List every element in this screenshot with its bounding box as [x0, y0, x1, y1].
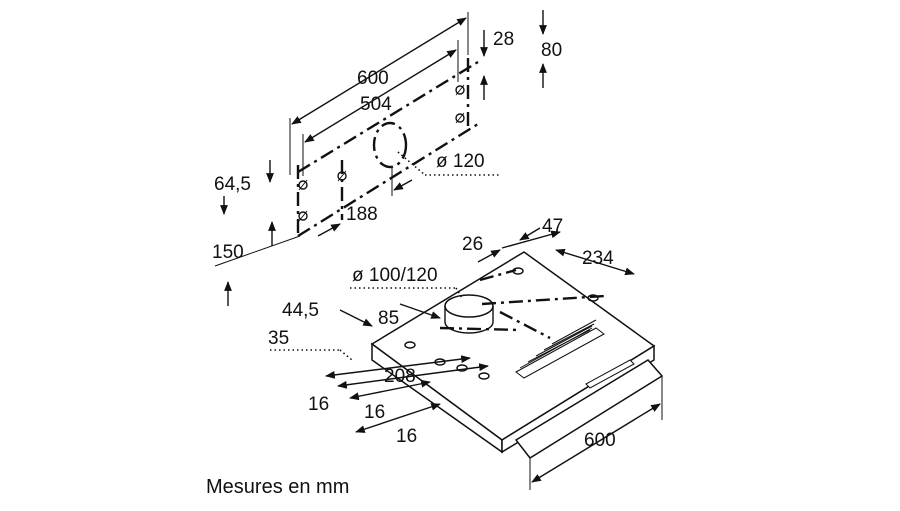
- wall-duct-diameter-label: ø 120: [436, 151, 485, 172]
- screw-hole: [298, 179, 308, 191]
- screw-hole: [455, 84, 465, 96]
- wall-mounting-drawing: ø 120 600 504 28 80 64,5 150 188: [212, 10, 562, 306]
- dim-26-label: 26: [462, 234, 483, 255]
- hood-drawing: 26 47 234 ø 100/120 44,5 85 35 208 16 16…: [268, 216, 664, 490]
- dim-44-5-label: 44,5: [282, 300, 319, 321]
- hole-height-label: 150: [212, 242, 244, 263]
- dim-234-label: 234: [582, 248, 614, 269]
- hole-spacing-dimension: [304, 49, 457, 143]
- mount-hole: [512, 267, 524, 275]
- duct-opening: [372, 121, 408, 169]
- mount-hole: [587, 294, 599, 302]
- units-caption: Mesures en mm: [206, 476, 350, 498]
- top-offset-label: 28: [493, 29, 514, 50]
- dim-234: [555, 248, 635, 276]
- dim-16b-label: 16: [364, 402, 385, 423]
- hole-spacing-label: 504: [360, 94, 392, 115]
- light-strip: [585, 359, 635, 389]
- screw-hole: [455, 112, 465, 124]
- wall-line-bottom: [297, 122, 479, 238]
- vent-grille: [515, 319, 605, 379]
- outlet-top: [444, 294, 494, 318]
- wall-width-label: 600: [357, 68, 389, 89]
- mount-hole: [404, 341, 416, 349]
- top-offset2-label: 80: [541, 40, 562, 61]
- hood-width-label: 600: [584, 430, 616, 451]
- screw-hole: [298, 210, 308, 222]
- duct-leader: [397, 151, 426, 176]
- hood-width-dimension: [531, 403, 661, 483]
- dim-85-label: 85: [378, 308, 399, 329]
- left-offset-label: 64,5: [214, 174, 251, 195]
- dim-47-label: 47: [542, 216, 563, 237]
- dim-35-label: 35: [268, 328, 289, 349]
- duct-offset-label: 188: [346, 204, 378, 225]
- dim-16c-label: 16: [396, 426, 417, 447]
- dim-16a-label: 16: [308, 394, 329, 415]
- screw-hole: [337, 170, 347, 182]
- outlet-diameter-label: ø 100/120: [352, 265, 438, 286]
- outlet-cylinder: [444, 306, 494, 334]
